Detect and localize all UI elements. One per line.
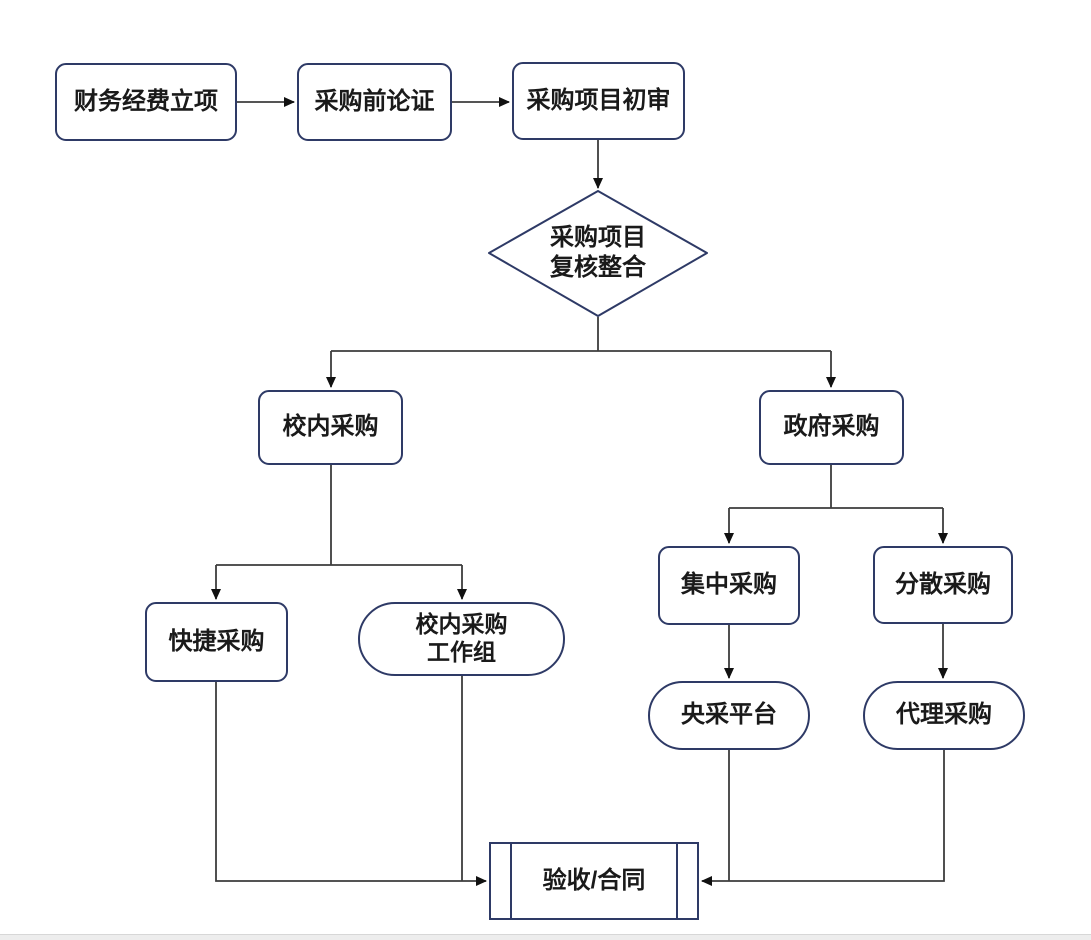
- node-campus-workgroup: 校内采购 工作组: [358, 602, 565, 676]
- node-centralized-procurement: 集中采购: [658, 546, 800, 625]
- edge-government-split: [729, 465, 943, 509]
- node-central-platform: 央采平台: [648, 681, 810, 750]
- node-recheck-integration: 采购项目 复核整合: [550, 224, 646, 281]
- decision-diamond-shape: [488, 190, 708, 317]
- edge-quick-acceptance: [215, 682, 487, 886]
- node-agency-procurement: 代理采购: [863, 681, 1025, 750]
- edge-recheck-split: [331, 317, 831, 352]
- edge-agency-acceptance: [701, 750, 945, 886]
- node-financial-funding: 财务经费立项: [55, 63, 237, 141]
- node-quick-procurement: 快捷采购: [145, 602, 288, 682]
- node-government-procurement: 政府采购: [759, 390, 904, 465]
- bottom-edge-bar: [0, 934, 1091, 940]
- node-pre-procurement-review: 采购前论证: [297, 63, 452, 141]
- node-initial-review: 采购项目初审: [512, 62, 685, 140]
- node-campus-procurement: 校内采购: [258, 390, 403, 465]
- node-acceptance-contract: 验收/合同: [489, 842, 699, 920]
- edge-campus-split: [216, 465, 462, 566]
- node-decentralized-procurement: 分散采购: [873, 546, 1013, 624]
